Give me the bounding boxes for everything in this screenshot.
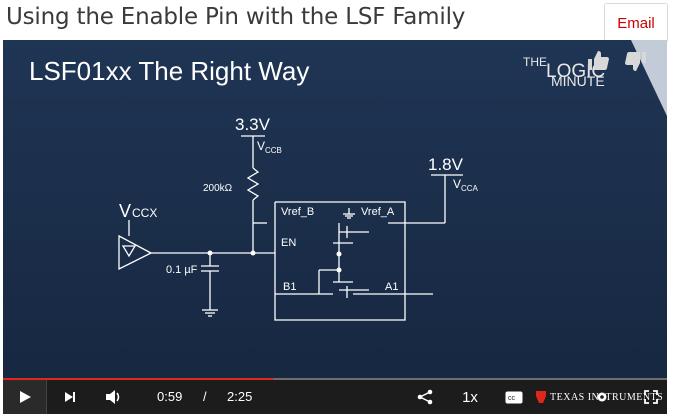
thumbs-down-button[interactable] (621, 46, 651, 76)
svg-text:cc: cc (508, 395, 516, 402)
schematic-junctions (207, 250, 342, 273)
brand-the: THE (523, 55, 547, 69)
vref-b-label: Vref_B (281, 206, 314, 218)
slide-title: LSF01xx The Right Way (29, 56, 309, 86)
vccb-subscript: CCB (265, 146, 282, 155)
en-label: EN (281, 237, 296, 249)
resistor-label: 200kΩ (203, 183, 233, 194)
skip-next-icon (65, 392, 75, 402)
schematic-wires (118, 135, 463, 321)
video-player[interactable]: LSF01xx The Right Way THE LOGIC MINUTE (3, 40, 667, 414)
thumbs-up-icon (588, 51, 609, 70)
play-button[interactable] (3, 380, 47, 414)
play-icon (19, 391, 31, 403)
vccb-label: V (257, 139, 265, 153)
time-separator: / (203, 389, 207, 404)
progress-bar[interactable] (3, 378, 667, 381)
brand-minute: MINUTE (551, 73, 605, 89)
b1-label: B1 (283, 281, 296, 293)
duration: 2:25 (227, 389, 253, 404)
fullscreen-button[interactable] (639, 380, 663, 414)
gear-icon (597, 392, 607, 402)
video-slide: LSF01xx The Right Way THE LOGIC MINUTE (3, 40, 667, 414)
email-button[interactable]: Email (604, 3, 668, 43)
thumbs-up-button[interactable] (583, 46, 613, 76)
vref-a-label: Vref_A (361, 206, 395, 218)
cap-label: 0.1 µF (166, 264, 198, 276)
control-bar: 0:59 / 2:25 1x cc TEXAS INSTRUMENTS (3, 380, 667, 414)
volume-icon (106, 390, 120, 404)
captions-icon: cc (505, 391, 523, 403)
ti-logo-icon (536, 391, 546, 403)
vcca-voltage: 1.8V (428, 155, 464, 174)
volume-button[interactable] (99, 380, 129, 414)
page-title: Using the Enable Pin with the LSF Family (6, 4, 466, 30)
settings-button[interactable] (591, 380, 613, 414)
progress-fill (3, 378, 274, 381)
vcca-subscript: CCA (461, 184, 479, 193)
a1-label: A1 (385, 281, 398, 293)
vcca-label: V (453, 177, 461, 191)
current-time: 0:59 (157, 389, 183, 404)
vccx-subscript: CCX (132, 206, 157, 220)
next-button[interactable] (55, 380, 85, 414)
vccb-voltage: 3.3V (235, 115, 271, 134)
vccx-label: V (119, 201, 131, 221)
thumbs-down-icon (625, 52, 646, 71)
share-button[interactable] (411, 380, 439, 414)
captions-button[interactable]: cc (501, 380, 527, 414)
fullscreen-icon (644, 390, 658, 404)
playback-speed-button[interactable]: 1x (462, 388, 478, 406)
share-icon (417, 389, 433, 405)
